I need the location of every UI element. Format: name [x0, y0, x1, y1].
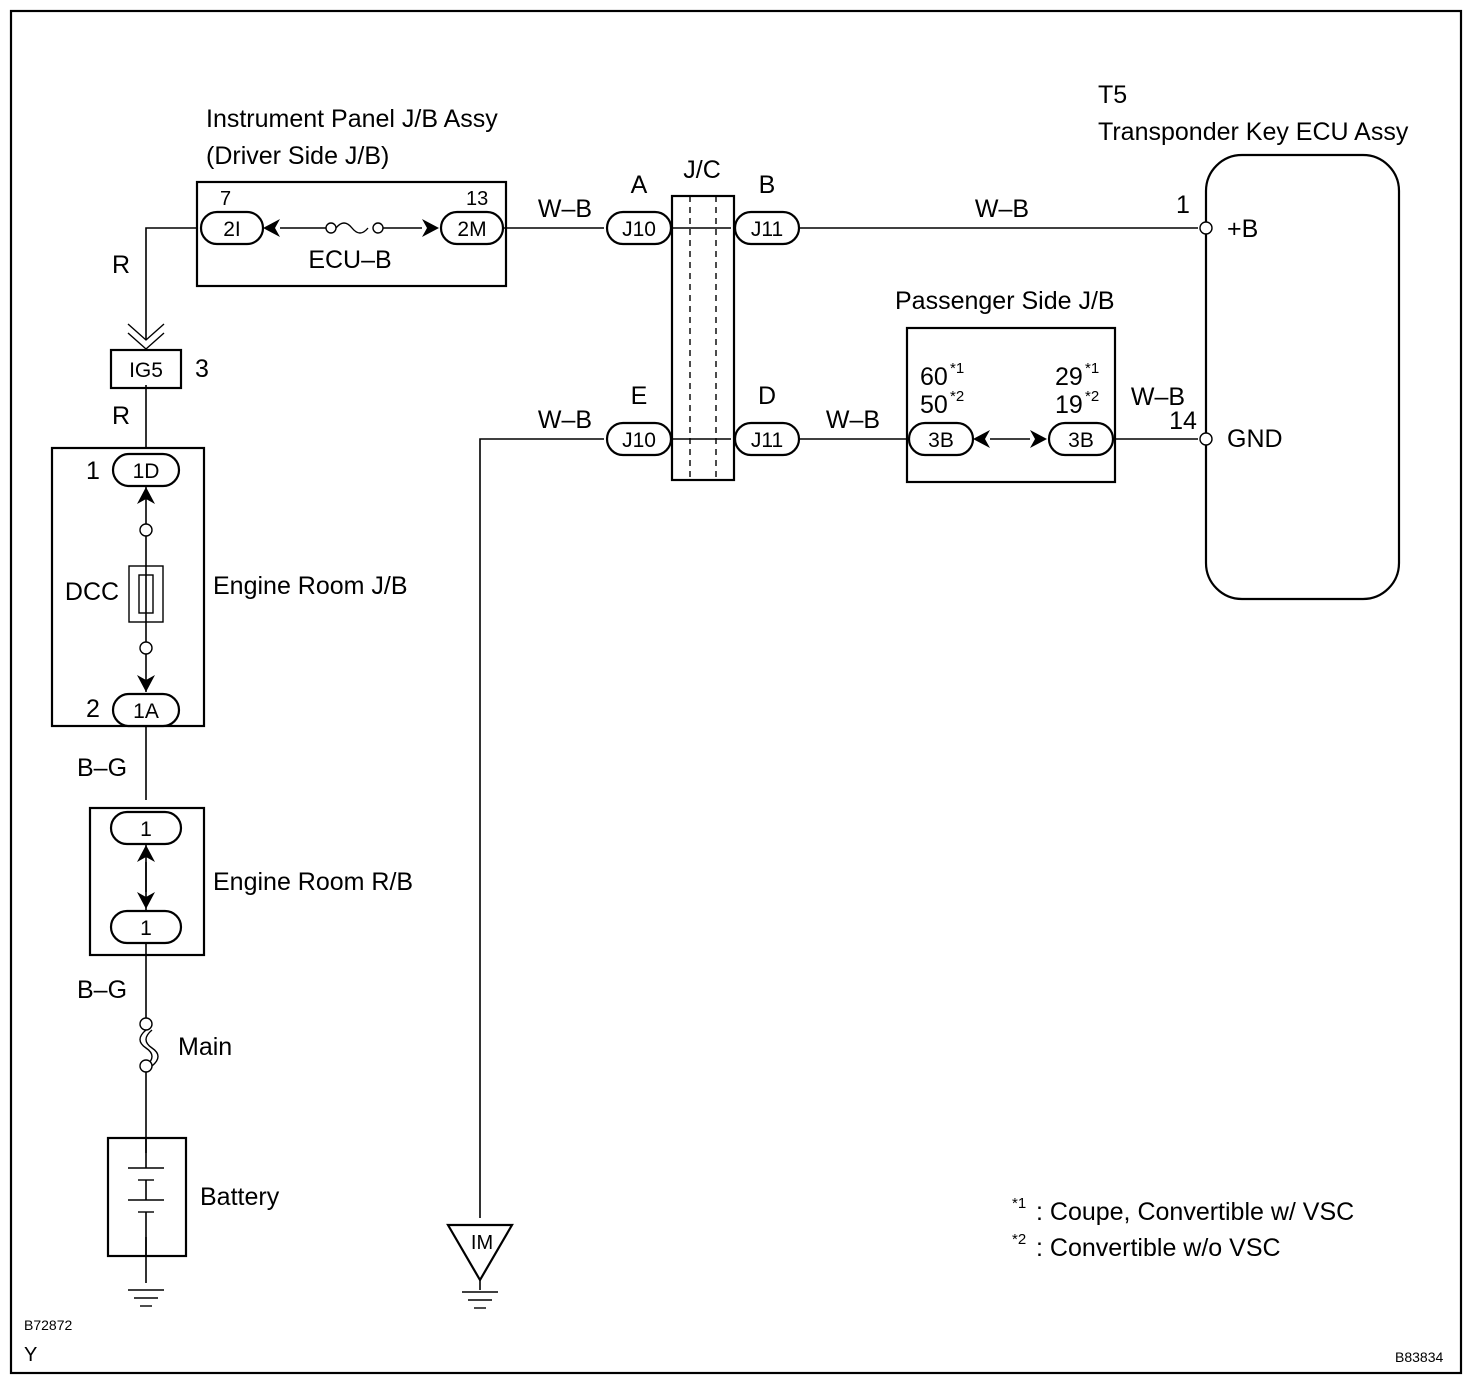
figure-code-left: B72872 [24, 1317, 72, 1333]
ecu-pin-b: 1 [1176, 191, 1190, 219]
figure-code-right: B83834 [1395, 1349, 1443, 1365]
legend-note-1: : Coupe, Convertible w/ VSC [1036, 1198, 1354, 1226]
figure-code-corner: Y [24, 1344, 37, 1366]
ground-point-icon [446, 1223, 514, 1283]
footnote-star-1: *1 [1085, 360, 1099, 377]
wire-label-r: R [112, 402, 130, 430]
jc-title: J/C [683, 156, 721, 184]
wire-label-bg: B–G [77, 754, 127, 782]
wire-label-wb: W–B [826, 406, 880, 434]
wire-label-r: R [112, 251, 130, 279]
battery-label: Battery [200, 1183, 280, 1211]
connector-arrow-icon [422, 219, 439, 237]
footnote-star-1: *1 [950, 360, 964, 377]
jc-terminal-a: A [631, 171, 648, 199]
rb-connector-top: 1 [140, 818, 152, 841]
legend-star-2: *2 [1012, 1231, 1026, 1248]
ipjb-subtitle: (Driver Side J/B) [206, 142, 389, 170]
terminal-icon [1199, 432, 1213, 446]
engine-room-jb: 1 1D DCC 2 1A Engine Room J/B [50, 446, 408, 728]
pjb-pin-right-1: 29 [1055, 363, 1083, 391]
ig5-label: IG5 [129, 359, 163, 382]
ground-im: IM [446, 1223, 514, 1309]
ipjb-title: Instrument Panel J/B Assy [206, 105, 498, 133]
ecu-code: T5 [1098, 81, 1127, 109]
erjb-pin-bottom: 2 [86, 695, 100, 723]
erjb-pin-top: 1 [86, 457, 100, 485]
connector-j11: J11 [751, 429, 783, 452]
ecu-title: Transponder Key ECU Assy [1098, 118, 1409, 146]
footnote-star-2: *2 [950, 388, 964, 405]
connector-arrow-icon [137, 675, 155, 692]
pjb-pin-left-2: 50 [920, 391, 948, 419]
connector-plug-icon [127, 323, 165, 341]
junction-connector: J/C A B E D J10 J11 J10 J11 [605, 156, 801, 482]
main-fuse-label: Main [178, 1033, 232, 1061]
instrument-panel-jb: Instrument Panel J/B Assy (Driver Side J… [195, 105, 508, 288]
legend-star-1: *1 [1012, 1195, 1026, 1212]
fuse-dcc-label: DCC [65, 578, 119, 606]
connector-3b: 3B [928, 429, 954, 452]
engine-room-rb: 1 1 Engine Room R/B [88, 806, 413, 957]
errb-title: Engine Room R/B [213, 868, 413, 896]
footnote-star-2: *2 [1085, 388, 1099, 405]
connector-arrow-icon [137, 892, 155, 909]
connector-1d: 1D [133, 460, 160, 483]
fusible-link-icon [139, 1029, 153, 1067]
ig5-pin: 3 [195, 355, 209, 383]
jc-terminal-b: B [759, 171, 776, 199]
connector-2i: 2I [223, 218, 241, 241]
rb-connector-bottom: 1 [140, 917, 152, 940]
ecu-terminal-b: +B [1227, 215, 1258, 243]
ground-icon [128, 1289, 164, 1307]
jc-terminal-e: E [631, 382, 648, 410]
pjb-pin-right-2: 19 [1055, 391, 1083, 419]
wire-label-wb: W–B [1131, 383, 1185, 411]
connector-1a: 1A [133, 700, 159, 723]
connector-arrow-icon [263, 219, 280, 237]
legend-note-2: : Convertible w/o VSC [1036, 1234, 1281, 1262]
pjb-pin-left-1: 60 [920, 363, 948, 391]
connector-j10: J10 [622, 429, 656, 452]
battery: Battery [106, 1136, 280, 1258]
connector-arrow-icon [137, 845, 155, 862]
wire-label-bg: B–G [77, 976, 127, 1004]
connector-arrow-icon [137, 487, 155, 504]
erjb-title: Engine Room J/B [213, 572, 408, 600]
passenger-side-jb: Passenger Side J/B 60 *1 50 *2 29 *1 19 … [895, 287, 1117, 484]
ipjb-pin-in: 7 [220, 188, 231, 210]
connector-arrow-icon [973, 430, 990, 448]
connector-3b: 3B [1068, 429, 1094, 452]
main-fuse: Main [139, 1017, 232, 1073]
wire-label-wb: W–B [975, 195, 1029, 223]
connector-arrow-icon [1030, 430, 1047, 448]
ipjb-pin-out: 13 [466, 188, 488, 210]
pjb-title: Passenger Side J/B [895, 287, 1115, 315]
wire-label-wb: W–B [538, 406, 592, 434]
ecu-terminal-gnd: GND [1227, 425, 1283, 453]
transponder-key-ecu: T5 Transponder Key ECU Assy 1 +B 14 GND [1098, 81, 1409, 601]
fuse-ecu-b-label: ECU–B [308, 246, 391, 274]
terminal-icon [1199, 221, 1213, 235]
fuse-dcc-icon [128, 565, 164, 623]
connector-2m: 2M [457, 218, 486, 241]
connector-j11: J11 [751, 218, 783, 241]
diagram-frame [9, 9, 1463, 1375]
wire-label-wb: W–B [538, 195, 592, 223]
ig5-connector: IG5 3 [109, 323, 209, 390]
ground-im-label: IM [471, 1232, 493, 1254]
connector-j10: J10 [622, 218, 656, 241]
legend: *1 : Coupe, Convertible w/ VSC *2 : Conv… [1012, 1195, 1354, 1262]
jc-terminal-d: D [758, 382, 776, 410]
ecu-pin-gnd: 14 [1169, 407, 1197, 435]
